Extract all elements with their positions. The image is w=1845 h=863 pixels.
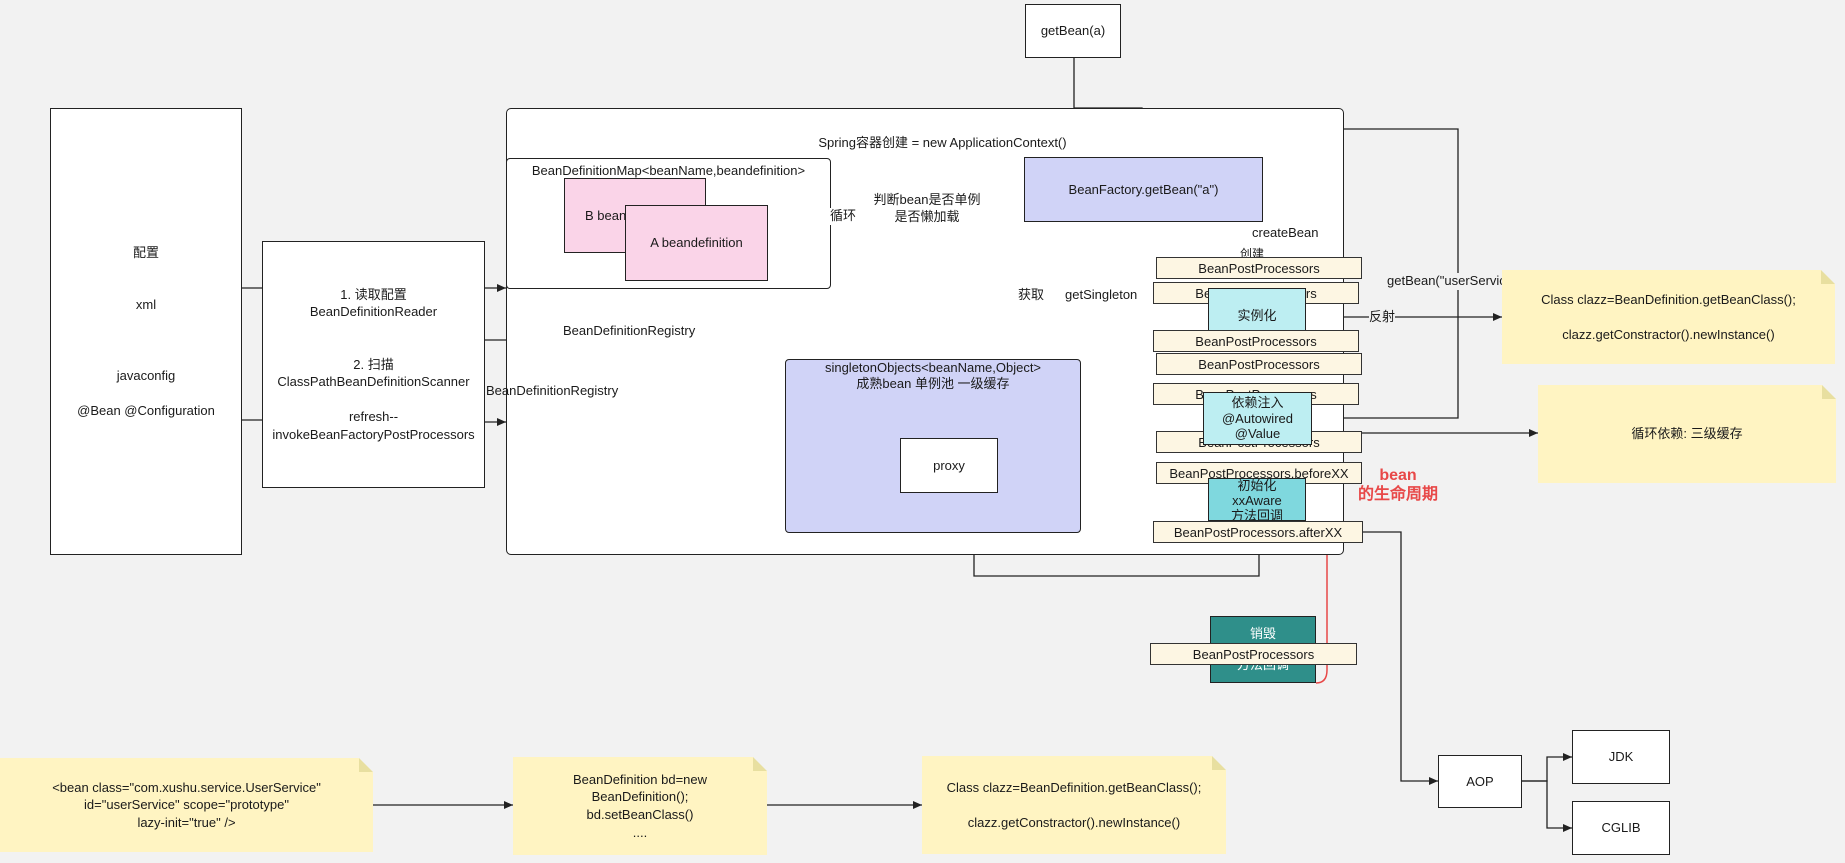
bpp-bar-1: BeanPostProcessors [1156, 257, 1362, 279]
registry-label-1: BeanDefinitionRegistry [563, 323, 696, 338]
edge-after-singletons [970, 535, 1260, 577]
stage-init: 初始化 xxAware 方法回调 [1208, 478, 1306, 521]
aop-box: AOP [1438, 755, 1522, 808]
cglib-box: CGLIB [1572, 801, 1670, 855]
stage-inject: 依赖注入 @Autowired @Value [1203, 392, 1312, 445]
bpp-before: BeanPostProcessors.beforeXX [1156, 462, 1362, 484]
proxy-box: proxy [900, 438, 998, 493]
bpp-bar-3: BeanPostProcessors [1153, 330, 1359, 352]
lifecycle-label: bean 的生命周期 [1357, 467, 1438, 504]
bpp-bar-4: BeanPostProcessors [1156, 353, 1362, 375]
class-note: Class clazz=BeanDefinition.getBeanClass(… [922, 756, 1226, 854]
reflect-label: 反射 [1369, 309, 1396, 326]
get-userservice-label: getBean("userService") [1387, 273, 1522, 290]
bean-factory-getbean: BeanFactory.getBean("a") [1024, 157, 1263, 222]
edge-aop-jdk [1522, 753, 1572, 782]
bdmap-title: BeanDefinitionMap<beanName,beandefinitio… [531, 163, 806, 178]
decision-label: 判断bean是否单例 是否懒加载 [873, 192, 981, 224]
reflect-note: Class clazz=BeanDefinition.getBeanClass(… [1502, 270, 1835, 364]
singletons-title: singletonObjects<beanName,Object> 成熟bean… [824, 360, 1042, 391]
circular-note: 循环依赖: 三级缓存 [1538, 385, 1836, 483]
edge-aop-cglib [1522, 780, 1572, 832]
bd-note: BeanDefinition bd=new BeanDefinition(); … [513, 757, 767, 855]
loop-label: 循环 [830, 208, 857, 225]
config-box: 配置 xml javaconfig @Bean @Configuration [50, 108, 242, 555]
xml-note: <bean class="com.xushu.service.UserServi… [0, 758, 373, 852]
bpp-destroy: BeanPostProcessors [1150, 643, 1357, 665]
jdk-box: JDK [1572, 730, 1670, 784]
getbean-a: getBean(a) [1025, 4, 1121, 58]
edge-after-aop [1363, 531, 1438, 785]
reader-box: 1. 读取配置 BeanDefinitionReader 2. 扫描 Class… [262, 241, 485, 488]
container-title: Spring容器创建 = new ApplicationContext() [818, 135, 1067, 150]
a-beandefinition: A beandefinition [625, 205, 768, 281]
fetch-label: 获取 [1018, 287, 1045, 304]
create-bean-label: createBean [1252, 225, 1319, 242]
get-singleton-label: getSingleton [1065, 287, 1138, 304]
registry-label-2: BeanDefinitionRegistry [486, 383, 619, 398]
bpp-after: BeanPostProcessors.afterXX [1153, 521, 1363, 543]
